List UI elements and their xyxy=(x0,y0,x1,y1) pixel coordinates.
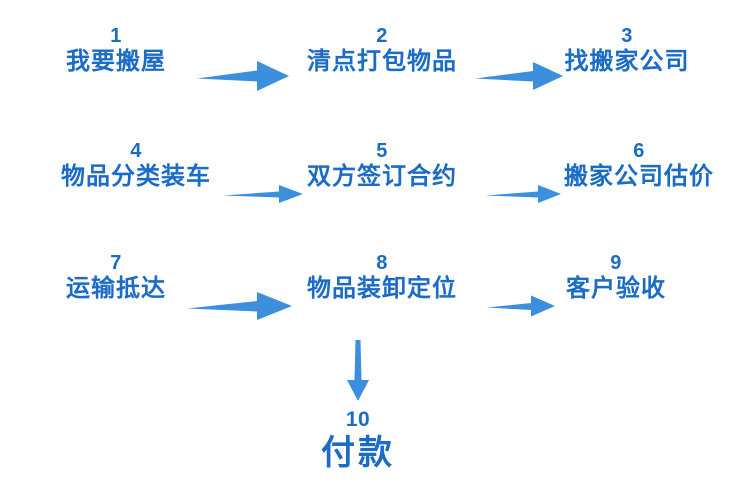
step-label-9: 客户验收 xyxy=(566,275,666,302)
step-number-8: 8 xyxy=(376,252,388,274)
step-number-2: 2 xyxy=(376,25,388,47)
step-label-6: 搬家公司估价 xyxy=(564,163,714,190)
step-node-7[interactable]: 7 运输抵达 xyxy=(66,252,166,304)
step-node-10[interactable]: 10 付款 xyxy=(321,408,395,474)
step-label-5: 双方签订合约 xyxy=(307,163,457,190)
step-node-2[interactable]: 2 清点打包物品 xyxy=(307,25,457,77)
step-label-8: 物品装卸定位 xyxy=(307,275,457,302)
step-label-7: 运输抵达 xyxy=(66,275,166,302)
arrow-4-to-5-icon xyxy=(221,183,305,205)
step-number-7: 7 xyxy=(110,252,122,274)
step-label-2: 清点打包物品 xyxy=(307,48,457,75)
arrow-2-to-3-icon xyxy=(473,59,565,93)
step-number-3: 3 xyxy=(621,25,633,47)
arrow-5-to-6-icon xyxy=(483,183,563,205)
step-node-5[interactable]: 5 双方签订合约 xyxy=(307,140,457,192)
arrow-1-to-2-icon xyxy=(195,58,291,94)
arrow-7-to-8-icon xyxy=(185,289,295,323)
step-label-4: 物品分类装车 xyxy=(61,163,211,190)
step-node-6[interactable]: 6 搬家公司估价 xyxy=(564,140,714,192)
step-number-5: 5 xyxy=(376,140,388,162)
step-node-1[interactable]: 1 我要搬屋 xyxy=(66,25,166,77)
arrow-8-to-10-icon xyxy=(341,338,375,404)
step-number-9: 9 xyxy=(610,252,622,274)
step-label-1: 我要搬屋 xyxy=(66,48,166,75)
step-number-6: 6 xyxy=(633,140,645,162)
step-number-4: 4 xyxy=(130,140,142,162)
arrow-8-to-9-icon xyxy=(485,293,557,319)
step-number-10: 10 xyxy=(345,408,371,431)
step-number-1: 1 xyxy=(110,25,122,47)
step-node-3[interactable]: 3 找搬家公司 xyxy=(565,25,690,77)
step-node-8[interactable]: 8 物品装卸定位 xyxy=(307,252,457,304)
step-node-9[interactable]: 9 客户验收 xyxy=(566,252,666,304)
step-node-4[interactable]: 4 物品分类装车 xyxy=(61,140,211,192)
step-label-3: 找搬家公司 xyxy=(564,48,690,75)
step-label-10: 付款 xyxy=(321,434,395,472)
